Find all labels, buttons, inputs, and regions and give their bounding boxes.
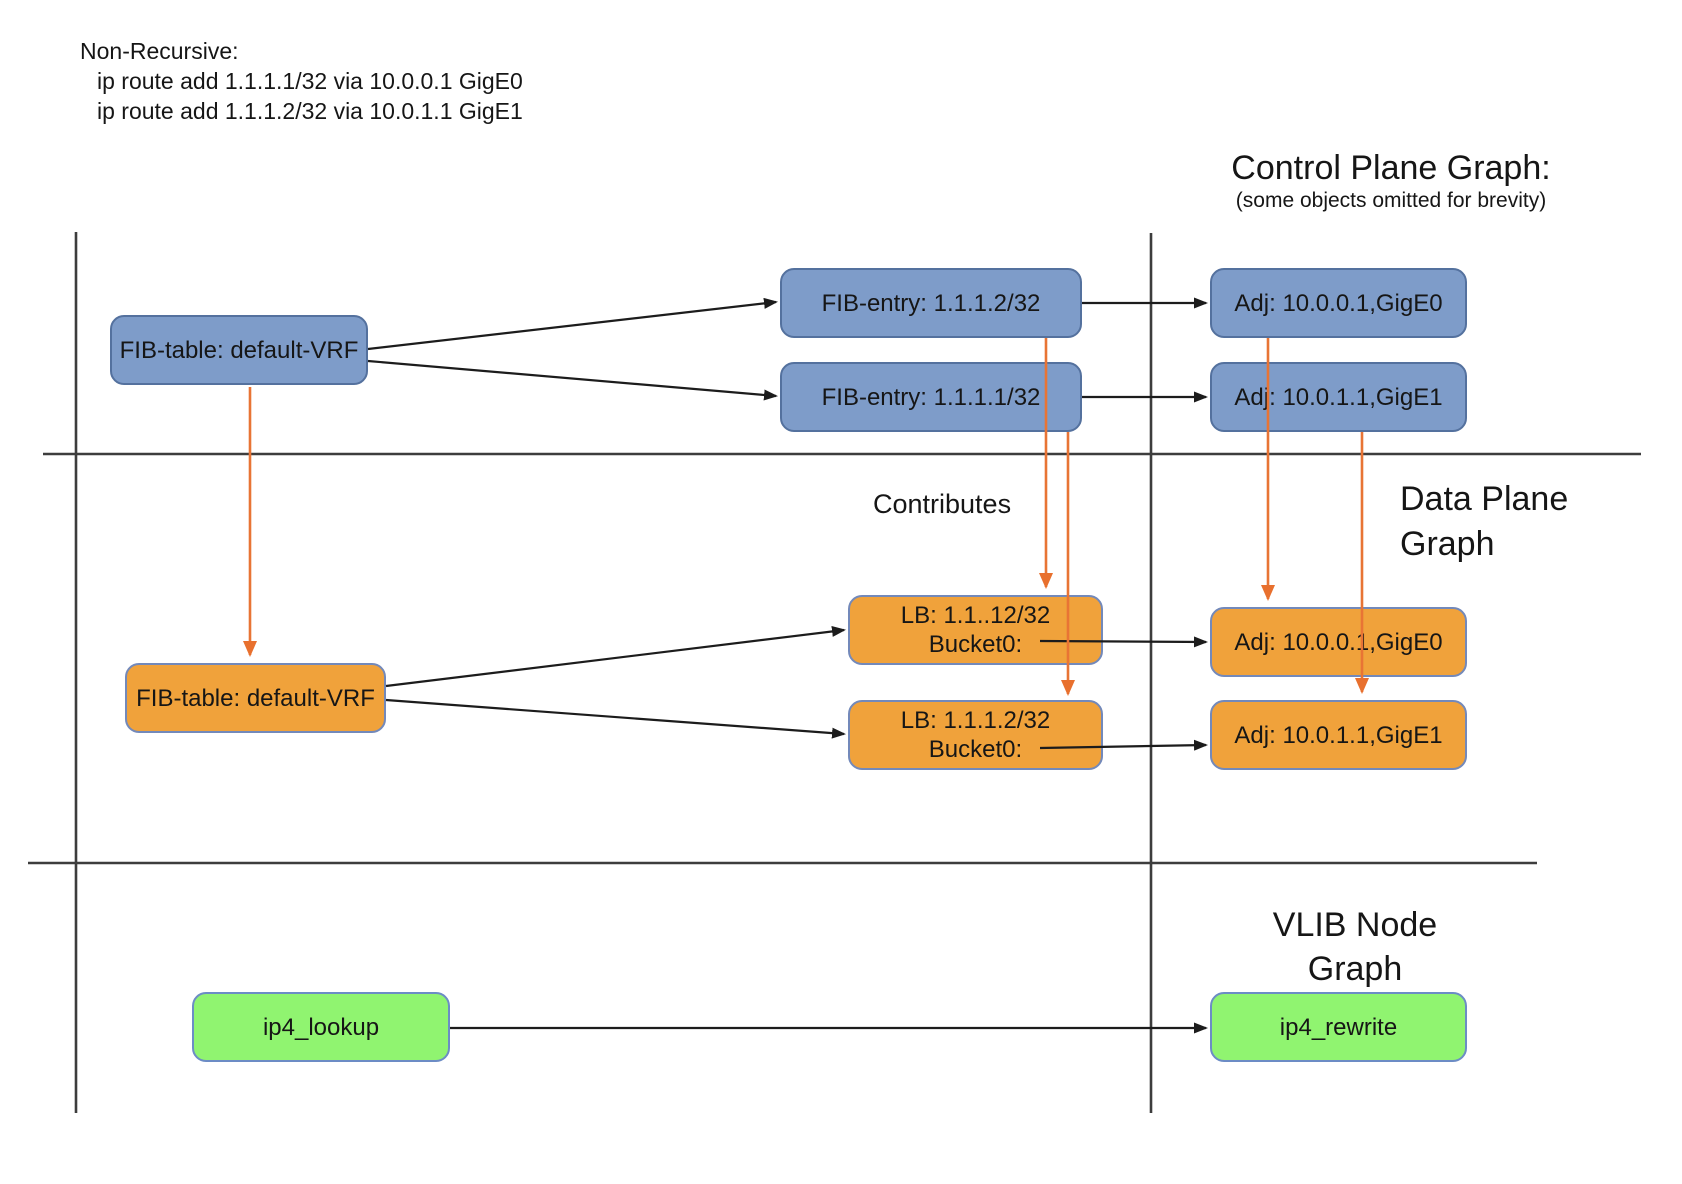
node-label: ip4_rewrite bbox=[1279, 1013, 1398, 1041]
node-vlib-ip4-rewrite: ip4_rewrite bbox=[1210, 992, 1467, 1062]
node-label: Bucket0: bbox=[928, 736, 1023, 763]
data-plane-title-line2: Graph bbox=[1400, 525, 1495, 563]
node-label: FIB-table: default-VRF bbox=[136, 684, 375, 712]
node-label: Adj: 10.0.0.1,GigE0 bbox=[1234, 289, 1443, 317]
node-label: Adj: 10.0.0.1,GigE0 bbox=[1234, 628, 1443, 656]
data-plane-title-block: Data Plane Graph bbox=[1400, 477, 1568, 567]
contributes-label: Contributes bbox=[873, 489, 1012, 519]
arrow-cp-fibtable-to-fibentry1 bbox=[367, 359, 778, 401]
node-dp-fib-table: FIB-table: default-VRF bbox=[125, 663, 386, 733]
control-plane-subtitle: (some objects omitted for brevity) bbox=[1235, 189, 1547, 212]
node-vlib-ip4-lookup: ip4_lookup bbox=[192, 992, 450, 1062]
vlib-title-line1: VLIB Node bbox=[1272, 906, 1438, 944]
node-dp-lb2: LB: 1.1.1.2/32 Bucket0: bbox=[848, 700, 1103, 770]
node-label: Adj: 10.0.1.1,GigE1 bbox=[1234, 383, 1443, 411]
node-label: LB: 1.1..12/32 bbox=[900, 602, 1051, 629]
node-cp-adj-gige1: Adj: 10.0.1.1,GigE1 bbox=[1210, 362, 1467, 432]
data-plane-title-line1: Data Plane bbox=[1400, 480, 1569, 518]
node-label: FIB-entry: 1.1.1.2/32 bbox=[821, 289, 1041, 317]
control-plane-title: Control Plane Graph: bbox=[1231, 149, 1551, 187]
node-label: LB: 1.1.1.2/32 bbox=[900, 707, 1051, 734]
node-dp-adj-gige0: Adj: 10.0.0.1,GigE0 bbox=[1210, 607, 1467, 677]
arrow-dp-fibtable-to-lb2 bbox=[385, 698, 846, 739]
arrow-dp-fibtable-to-lb1 bbox=[385, 625, 846, 688]
node-label: ip4_lookup bbox=[262, 1013, 380, 1041]
node-cp-fib-entry-2: FIB-entry: 1.1.1.2/32 bbox=[780, 268, 1082, 338]
node-label: FIB-table: default-VRF bbox=[119, 336, 359, 364]
node-dp-lb1: LB: 1.1..12/32 Bucket0: bbox=[848, 595, 1103, 665]
control-plane-title-block: Control Plane Graph: (some objects omitt… bbox=[1156, 148, 1626, 214]
node-cp-fib-entry-1: FIB-entry: 1.1.1.1/32 bbox=[780, 362, 1082, 432]
vlib-title-block: VLIB Node Graph bbox=[1230, 903, 1480, 991]
route-command-1: ip route add 1.1.1.1/32 via 10.0.0.1 Gig… bbox=[97, 68, 523, 94]
node-label: FIB-entry: 1.1.1.1/32 bbox=[821, 383, 1041, 411]
node-cp-fib-table: FIB-table: default-VRF bbox=[110, 315, 368, 385]
node-label: Bucket0: bbox=[928, 631, 1023, 658]
node-dp-adj-gige1: Adj: 10.0.1.1,GigE1 bbox=[1210, 700, 1467, 770]
node-cp-adj-gige0: Adj: 10.0.0.1,GigE0 bbox=[1210, 268, 1467, 338]
route-config-block: Non-Recursive: ip route add 1.1.1.1/32 v… bbox=[80, 36, 523, 126]
arrow-cp-fibtable-to-fibentry2 bbox=[367, 297, 778, 351]
node-label: Adj: 10.0.1.1,GigE1 bbox=[1234, 721, 1443, 749]
non-recursive-label: Non-Recursive: bbox=[80, 38, 239, 64]
route-command-2: ip route add 1.1.1.2/32 via 10.0.1.1 Gig… bbox=[97, 98, 523, 124]
vlib-title-line2: Graph bbox=[1307, 950, 1403, 988]
